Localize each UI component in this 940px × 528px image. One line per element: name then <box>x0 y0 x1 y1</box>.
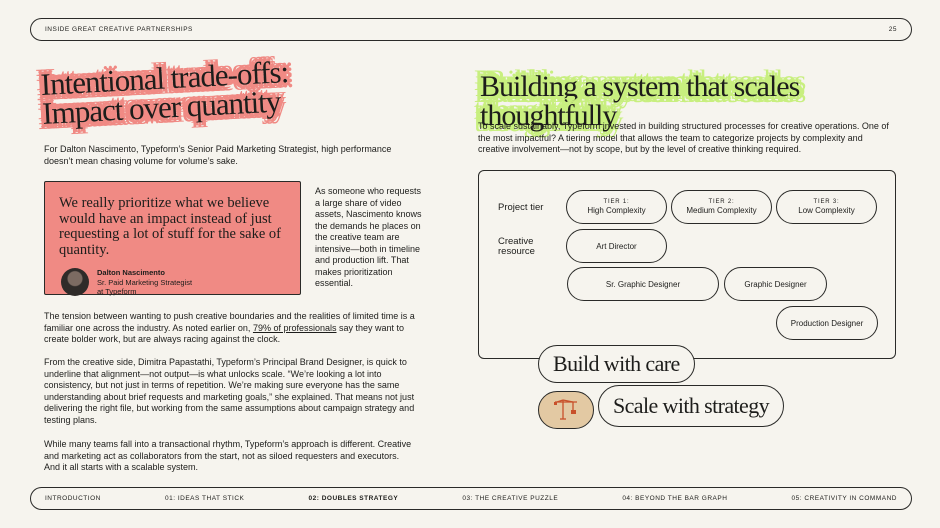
row-label-project-tier: Project tier <box>498 202 544 213</box>
sr-graphic-designer-pill: Sr. Graphic Designer <box>567 267 719 301</box>
right-intro: To scale sustainably, Typeform invested … <box>478 121 889 154</box>
callout-build-with-care: Build with care <box>538 345 695 383</box>
nav-creative-puzzle[interactable]: 03: THE CREATIVE PUZZLE <box>462 495 559 502</box>
tier-2-pill: TIER 2: Medium Complexity <box>671 190 772 224</box>
header-bar: INSIDE GREAT CREATIVE PARTNERSHIPS 25 <box>30 18 912 41</box>
page-number: 25 <box>888 26 897 33</box>
tier-3-pill: TIER 3: Low Complexity <box>776 190 877 224</box>
nav-doubles-strategy[interactable]: 02: DOUBLES STRATEGY <box>308 495 399 502</box>
paragraph-system: While many teams fall into a transaction… <box>44 439 412 472</box>
avatar <box>61 268 89 296</box>
tier-1-pill: TIER 1: High Complexity <box>566 190 667 224</box>
paragraph-tension: The tension between wanting to push crea… <box>44 311 415 344</box>
nav-creativity-in-command[interactable]: 05: CREATIVITY IN COMMAND <box>791 495 897 502</box>
side-text: As someone who requests a large share of… <box>315 186 422 288</box>
footer-nav: INTRODUCTION 01: IDEAS THAT STICK 02: DO… <box>30 487 912 510</box>
graphic-designer-pill: Graphic Designer <box>724 267 827 301</box>
quote-text: We really prioritize what we believe wou… <box>59 195 282 258</box>
quote-card: We really prioritize what we believe wou… <box>44 181 301 297</box>
left-intro: For Dalton Nascimento, Typeform’s Senior… <box>44 144 392 166</box>
nav-beyond-bar-graph[interactable]: 04: BEYOND THE BAR GRAPH <box>622 495 728 502</box>
nav-ideas-that-stick[interactable]: 01: IDEAS THAT STICK <box>165 495 245 502</box>
art-director-pill: Art Director <box>566 229 667 263</box>
production-designer-pill: Production Designer <box>776 306 878 340</box>
crane-icon <box>538 391 594 429</box>
paragraph-alignment: From the creative side, Dimitra Papastat… <box>44 357 415 425</box>
author-role-line1: Sr. Paid Marketing Strategist <box>97 277 193 287</box>
tier-diagram: Project tier Creative resource TIER 1: H… <box>478 170 896 359</box>
stat-link[interactable]: 79% of professionals <box>252 322 337 333</box>
callout-scale-with-strategy: Scale with strategy <box>598 385 784 427</box>
author-role-line2: at Typeform <box>97 287 137 296</box>
row-label-creative-resource: Creative resource <box>498 236 535 257</box>
section-title: INSIDE GREAT CREATIVE PARTNERSHIPS <box>45 26 193 33</box>
author-name: Dalton Nascimento <box>97 268 165 277</box>
left-title: Intentional trade-offs: Impact over quan… <box>40 54 290 131</box>
nav-introduction[interactable]: INTRODUCTION <box>45 495 101 502</box>
right-title: Building a system that scales thoughtful… <box>480 70 800 132</box>
quote-attribution: Dalton Nascimento Sr. Paid Marketing Str… <box>59 268 286 297</box>
